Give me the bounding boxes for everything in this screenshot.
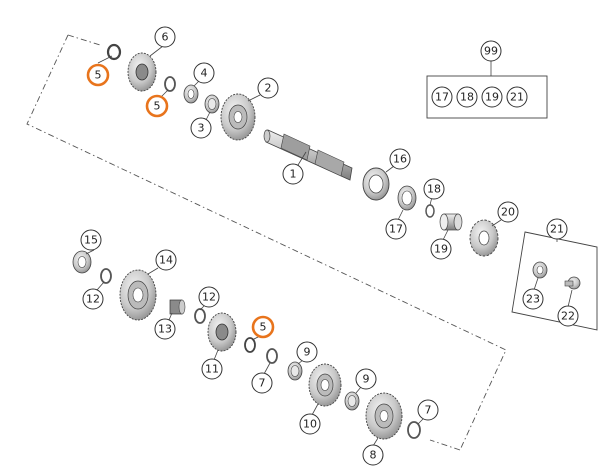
svg-text:2: 2 xyxy=(265,82,272,95)
callout-12a[interactable]: 12 xyxy=(82,288,104,310)
main-shaft-1-part xyxy=(263,129,353,181)
kit-99-callout-18[interactable]: 18 xyxy=(456,86,478,108)
callout-22[interactable]: 22 xyxy=(557,305,579,327)
kit-21-group xyxy=(511,231,598,331)
svg-text:7: 7 xyxy=(259,377,266,390)
svg-text:4: 4 xyxy=(201,67,208,80)
svg-text:18: 18 xyxy=(460,91,474,104)
gear-10-part xyxy=(308,363,342,407)
callout-2[interactable]: 2 xyxy=(257,77,279,99)
svg-text:9: 9 xyxy=(304,346,311,359)
callout-20[interactable]: 20 xyxy=(497,201,519,223)
callout-6[interactable]: 6 xyxy=(154,26,176,48)
svg-text:17: 17 xyxy=(435,91,449,104)
callout-19[interactable]: 19 xyxy=(430,238,452,260)
svg-text:14: 14 xyxy=(159,254,173,267)
callout-5c[interactable]: 5 xyxy=(251,315,275,339)
circlip-lower-part xyxy=(244,337,256,353)
callout-99[interactable]: 99 xyxy=(480,40,502,62)
washer-7b-part xyxy=(407,421,421,439)
callout-14[interactable]: 14 xyxy=(155,249,177,271)
svg-text:7: 7 xyxy=(425,404,432,417)
callout-13[interactable]: 13 xyxy=(154,318,176,340)
svg-text:8: 8 xyxy=(370,449,377,462)
svg-text:9: 9 xyxy=(363,373,370,386)
washer-part xyxy=(164,76,176,92)
svg-text:13: 13 xyxy=(158,323,172,336)
svg-text:10: 10 xyxy=(303,418,317,431)
callout-11[interactable]: 11 xyxy=(201,358,223,380)
callout-7b[interactable]: 7 xyxy=(417,399,439,421)
svg-text:1: 1 xyxy=(290,168,297,181)
svg-text:21: 21 xyxy=(510,91,524,104)
callout-9b[interactable]: 9 xyxy=(355,368,377,390)
callout-8[interactable]: 8 xyxy=(362,444,384,466)
svg-text:21: 21 xyxy=(550,223,564,236)
gear-8-part xyxy=(365,392,403,440)
callout-5a[interactable]: 5 xyxy=(86,63,110,87)
svg-text:5: 5 xyxy=(154,100,161,113)
svg-text:19: 19 xyxy=(434,243,448,256)
washer-12-part xyxy=(100,268,112,284)
callouts: 5 6 5 4 3 2 1 16 17 18 19 20 21 23 22 99… xyxy=(80,26,579,466)
gear-11-part xyxy=(207,312,237,352)
svg-text:22: 22 xyxy=(561,310,575,323)
callout-18[interactable]: 18 xyxy=(423,178,445,200)
bearing-16-part xyxy=(362,167,390,201)
kit-99-callout-19[interactable]: 19 xyxy=(481,86,503,108)
bolt-22-part xyxy=(564,276,581,290)
circlip-part xyxy=(106,43,122,61)
washer-7-part xyxy=(266,348,278,364)
svg-text:19: 19 xyxy=(485,91,499,104)
callout-12b[interactable]: 12 xyxy=(198,286,220,308)
svg-text:3: 3 xyxy=(198,122,205,135)
callout-5b[interactable]: 5 xyxy=(145,94,169,118)
svg-text:16: 16 xyxy=(393,153,407,166)
o-ring-18-part xyxy=(425,204,435,218)
gear-14-part xyxy=(119,269,157,321)
callout-23[interactable]: 23 xyxy=(522,288,544,310)
callout-1[interactable]: 1 xyxy=(282,163,304,185)
gear-6-part xyxy=(127,52,157,92)
gear-2-part xyxy=(220,93,256,141)
callout-10[interactable]: 10 xyxy=(299,413,321,435)
svg-text:18: 18 xyxy=(427,183,441,196)
sprocket-20-part xyxy=(469,219,499,257)
callout-16[interactable]: 16 xyxy=(389,148,411,170)
svg-text:6: 6 xyxy=(162,31,169,44)
kit-99-callout-21[interactable]: 21 xyxy=(506,86,528,108)
lower-shaft-parts xyxy=(72,250,421,440)
svg-text:11: 11 xyxy=(205,363,219,376)
assembly-frame xyxy=(26,34,507,451)
callout-21[interactable]: 21 xyxy=(546,218,568,240)
callout-4[interactable]: 4 xyxy=(193,62,215,84)
callout-3[interactable]: 3 xyxy=(190,117,212,139)
callout-17[interactable]: 17 xyxy=(385,218,407,240)
svg-text:5: 5 xyxy=(95,69,102,82)
svg-text:23: 23 xyxy=(526,293,540,306)
kit-21-box xyxy=(511,231,598,331)
svg-text:12: 12 xyxy=(86,293,100,306)
needle-bearing-13-part xyxy=(169,299,186,315)
washer-12b-part xyxy=(194,308,206,324)
svg-text:17: 17 xyxy=(389,223,403,236)
callout-15[interactable]: 15 xyxy=(80,229,102,251)
callout-9a[interactable]: 9 xyxy=(296,341,318,363)
upper-shaft-parts xyxy=(106,43,581,290)
svg-text:12: 12 xyxy=(202,291,216,304)
svg-text:99: 99 xyxy=(484,45,498,58)
spacer-19-part xyxy=(439,213,463,231)
kit-99-callout-17[interactable]: 17 xyxy=(431,86,453,108)
svg-text:5: 5 xyxy=(260,321,267,334)
svg-text:20: 20 xyxy=(501,206,515,219)
callout-7a[interactable]: 7 xyxy=(251,372,273,394)
svg-text:15: 15 xyxy=(84,234,98,247)
